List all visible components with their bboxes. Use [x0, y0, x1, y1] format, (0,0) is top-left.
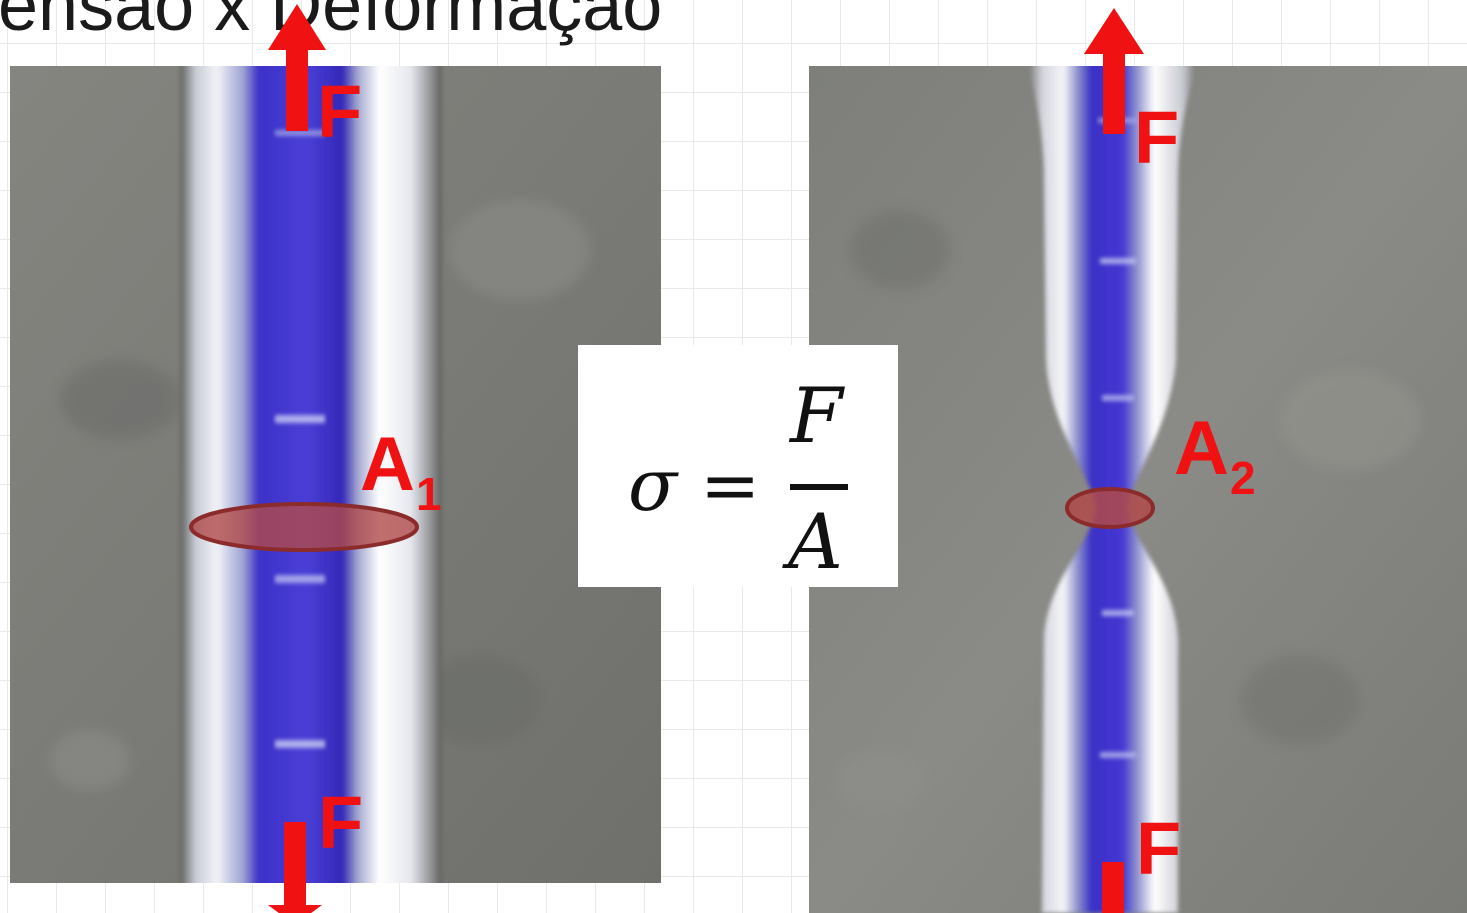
- formula-equals: =: [700, 443, 760, 527]
- right-bottom-force-label: F: [1136, 807, 1181, 890]
- right-plate-texture: [835, 210, 1420, 810]
- right-area-label-base: A: [1174, 406, 1229, 491]
- left-bottom-force-label: F: [318, 781, 363, 864]
- right-top-force-label: F: [1134, 96, 1179, 179]
- right-cross-section-area: [1065, 487, 1155, 529]
- right-annotations: F A 2 F: [1065, 8, 1256, 913]
- right-top-force-arrow: [1084, 8, 1144, 134]
- right-specimen-photo: [809, 66, 1467, 913]
- formula-fraction-bar: [790, 484, 848, 490]
- left-annotations: F A 1 F: [189, 4, 442, 913]
- right-bottom-force-arrow: [1102, 862, 1124, 913]
- left-top-force-label: F: [317, 70, 362, 153]
- left-cross-section-area: [189, 502, 419, 552]
- left-top-force-arrow: [268, 4, 326, 131]
- formula-denominator: A: [782, 497, 843, 586]
- formula-sigma: σ: [628, 443, 679, 527]
- stress-formula: σ = F A: [578, 345, 898, 587]
- formula-box: [578, 345, 898, 587]
- left-area-label-base: A: [360, 422, 415, 507]
- left-area-subscript: 1: [416, 468, 442, 520]
- left-plate-texture: [50, 200, 590, 790]
- left-specimen-photo: [10, 66, 661, 883]
- left-bottom-force-arrow: [268, 822, 322, 913]
- right-area-subscript: 2: [1230, 452, 1256, 504]
- left-rod-marks: [275, 130, 325, 748]
- left-area-label: A: [360, 422, 415, 507]
- formula-numerator: F: [788, 371, 845, 460]
- slide-title: ensão x Deformação: [0, 0, 663, 46]
- right-area-label: A: [1174, 406, 1229, 491]
